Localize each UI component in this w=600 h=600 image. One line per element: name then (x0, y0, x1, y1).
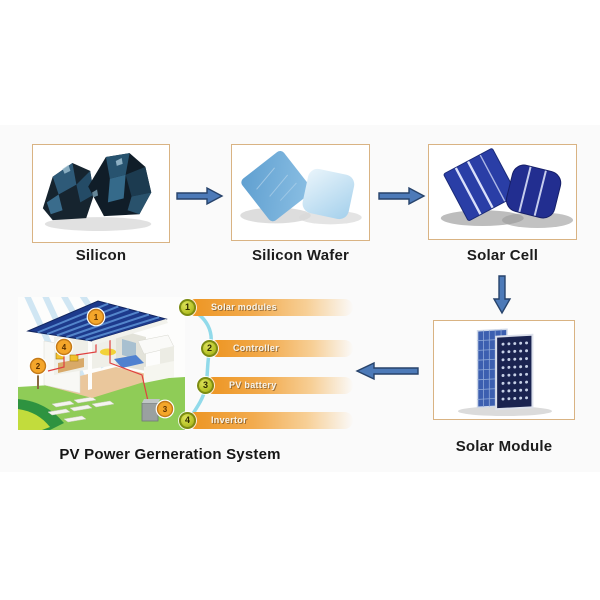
house-markers: 1 2 3 4 (28, 307, 175, 419)
house-marker-4: 4 (62, 343, 67, 352)
silicon-rock-illustration (42, 153, 152, 231)
arrow-right-icon (378, 186, 426, 206)
legend-number-1: 1 (179, 299, 196, 316)
legend-label-solar-modules: Solar modules (211, 302, 277, 312)
arrow-left-icon (355, 361, 419, 381)
silicon-photo (32, 144, 170, 243)
silicon-wafer-illustration (240, 150, 362, 225)
legend-label-pv-battery: PV battery (229, 380, 277, 390)
stepping-stones (47, 396, 115, 423)
arrow-down-icon (492, 275, 512, 315)
solar-module-label: Solar Module (455, 438, 553, 455)
house-marker-3: 3 (163, 405, 168, 414)
silicon-wafer-photo (231, 144, 370, 241)
pv-system-title: PV Power Gerneration System (59, 446, 281, 463)
legend-number-4: 4 (179, 412, 196, 429)
legend-connector-curve (186, 306, 213, 422)
legend-bar-pv-battery: PV battery (205, 377, 353, 394)
solar-cell-photo (428, 144, 577, 240)
house-marker-1: 1 (94, 313, 99, 322)
legend-bar-solar-modules: Solar modules (187, 299, 353, 316)
legend-bar-invertor: Invertor (187, 412, 353, 429)
legend-number-2: 2 (201, 340, 218, 357)
legend-number-3: 3 (197, 377, 214, 394)
solar-cell-label: Solar Cell (466, 247, 539, 264)
solar-cell-illustration (440, 148, 574, 229)
battery-box (141, 402, 159, 422)
solar-module-photo (433, 320, 575, 420)
pv-system-house-illustration: 1 2 3 4 (18, 297, 185, 430)
legend-bar-controller: Controller (209, 340, 353, 357)
arrow-right-icon (176, 186, 224, 206)
silicon-wafer-label: Silicon Wafer (251, 247, 350, 264)
silicon-label: Silicon (75, 247, 127, 264)
ceiling-lamp (100, 348, 116, 356)
house-marker-2: 2 (36, 362, 41, 371)
legend-label-invertor: Invertor (211, 415, 247, 425)
legend-label-controller: Controller (233, 343, 280, 353)
solar-module-illustration (457, 328, 553, 417)
bed (114, 355, 144, 368)
